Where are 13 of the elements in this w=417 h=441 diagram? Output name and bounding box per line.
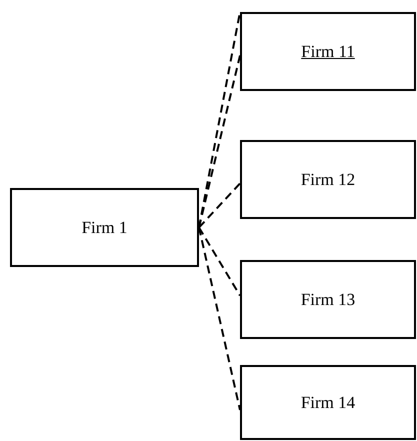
firm-label: Firm 13 (300, 290, 356, 310)
firm-label: Firm 11 (301, 42, 355, 62)
firm-label: Firm 14 (300, 392, 356, 412)
firm-label: Firm 1 (82, 218, 128, 238)
dashed-line (198, 226, 241, 296)
firm-box (240, 260, 416, 339)
dashed-line (198, 182, 241, 228)
firm-box (240, 140, 416, 219)
firm-box (10, 188, 199, 267)
firm-box (240, 365, 416, 440)
dashed-line (198, 227, 241, 410)
firm-box (240, 12, 416, 91)
firm-label: Firm 12 (300, 170, 356, 190)
